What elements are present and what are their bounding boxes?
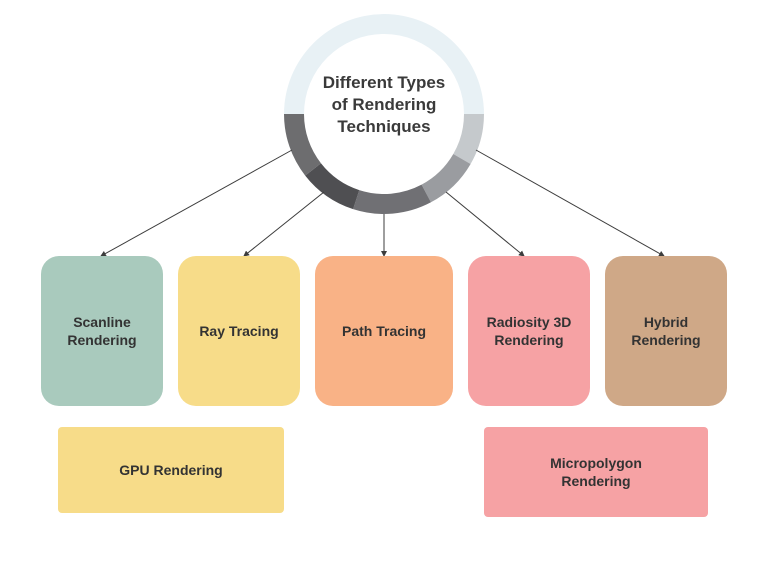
ring-segment-bottom-left [305,163,360,210]
center-title-line2: of Rendering [331,95,437,114]
ring-segment-bottom-right [421,154,471,203]
ring-segment-top [284,14,484,114]
technique-box-ray-tracing: Ray Tracing [178,256,300,406]
technique-label-path-tracing: Path Tracing [341,323,427,339]
technique-box-scanline: Scanline Rendering [41,256,163,406]
technique-box-path-tracing: Path Tracing [315,256,453,406]
center-title: Different Types of Rendering Techniques [304,72,464,138]
center-title-line1: Different Types [322,73,446,92]
technique-label-hybrid: Hybrid Rendering [631,314,701,348]
technique-box-micropolygon: Micropolygon Rendering [484,427,708,517]
connector-radiosity [445,191,525,257]
ring-segment-left [284,114,321,176]
ring-segment-right [453,114,484,164]
connector-hybrid [475,149,665,257]
center-ring [284,14,484,214]
technique-label-radiosity: Radiosity 3D Rendering [486,314,572,348]
ring-segment-bottom [353,184,431,214]
connector-ray-tracing [243,191,325,257]
connector-scanline [100,149,293,257]
technique-label-gpu: GPU Rendering [119,462,223,478]
technique-label-ray-tracing: Ray Tracing [199,323,279,339]
technique-box-gpu: GPU Rendering [58,427,284,513]
technique-box-radiosity: Radiosity 3D Rendering [468,256,590,406]
connectors [100,149,665,257]
technique-label-scanline: Scanline Rendering [67,314,137,348]
technique-box-hybrid: Hybrid Rendering [605,256,727,406]
technique-label-micropolygon: Micropolygon Rendering [550,455,642,489]
center-title-line3: Techniques [337,117,431,136]
